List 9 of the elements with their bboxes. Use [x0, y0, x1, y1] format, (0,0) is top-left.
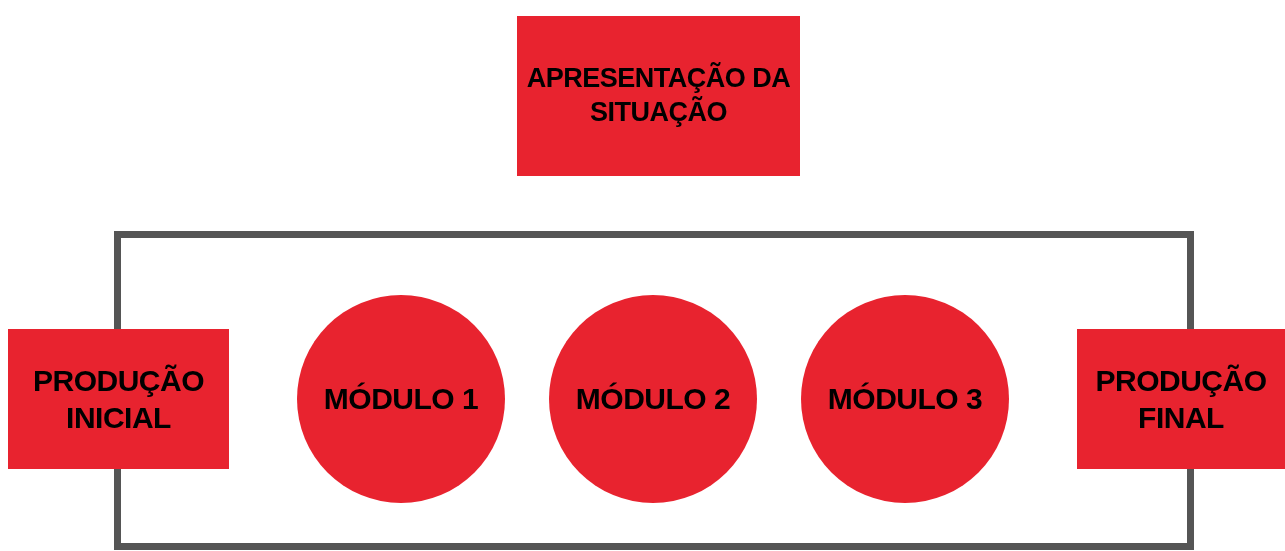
stage-label: PRODUÇÃO FINAL [1094, 362, 1268, 436]
stage-label: PRODUÇÃO INICIAL [32, 362, 205, 436]
stage-label: MÓDULO 2 [574, 381, 732, 418]
stage-box [517, 16, 800, 176]
stage-label: MÓDULO 1 [322, 381, 480, 418]
stage-box [8, 329, 229, 469]
stage-label: APRESENTAÇÃO DA SITUAÇÃO [525, 62, 792, 129]
stage-label: MÓDULO 3 [826, 381, 984, 418]
stage-box [1077, 329, 1285, 469]
